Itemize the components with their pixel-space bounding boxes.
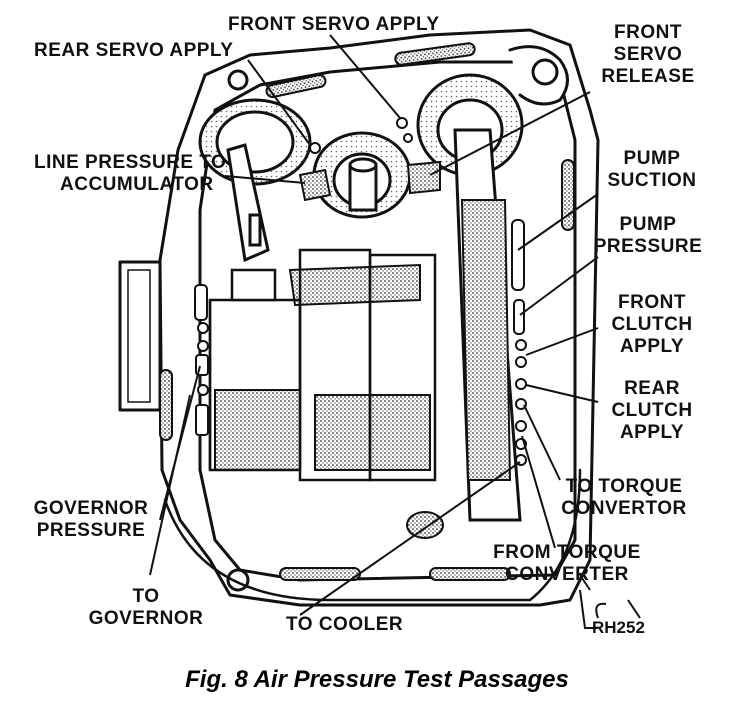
label-front-servo-release: FRONT SERVO RELEASE [601,22,695,87]
label-to-torque-convertor: TO TORQUE CONVERTOR [561,476,687,519]
label-rear-clutch-apply: REAR CLUTCH APPLY [611,378,693,443]
label-front-clutch-apply: FRONT CLUTCH APPLY [611,292,693,357]
label-governor-pressure: GOVERNOR PRESSURE [33,498,149,541]
label-rear-servo-apply: REAR SERVO APPLY [34,40,234,61]
label-pump-pressure: PUMP PRESSURE [593,214,703,257]
label-pump-suction: PUMP SUCTION [607,148,697,191]
label-line-pressure-to-accumulator: LINE PRESSURE TO ACCUMULATOR [34,152,227,195]
label-front-servo-apply: FRONT SERVO APPLY [228,14,440,35]
figure-caption: Fig. 8 Air Pressure Test Passages [185,666,569,693]
label-to-governor: TO GOVERNOR [88,586,204,629]
reference-code: RH252 [592,618,645,637]
label-to-cooler: TO COOLER [286,614,404,635]
label-from-torque-converter: FROM TORQUE CONVERTER [493,542,641,585]
